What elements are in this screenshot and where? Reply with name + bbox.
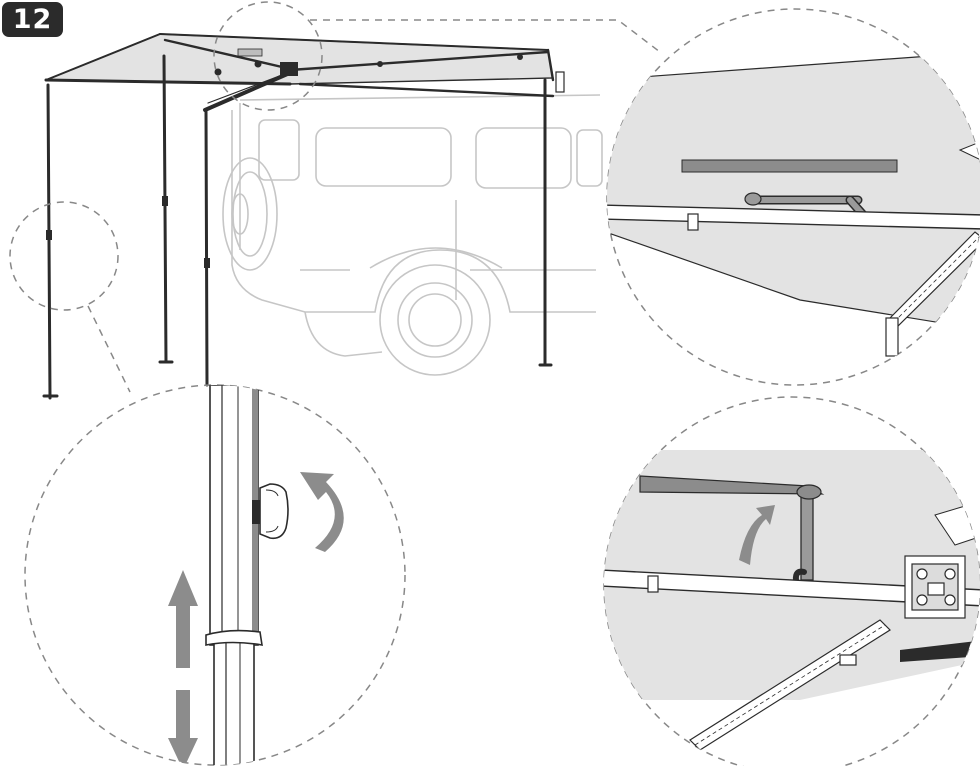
overview-scene <box>42 33 603 400</box>
leader-line-top <box>310 19 661 53</box>
detail-marker-top <box>213 1 323 111</box>
rafter-clip <box>839 654 857 666</box>
detail-leg-adjust <box>168 385 344 765</box>
up-arrow-icon <box>168 570 198 668</box>
rail-clip <box>647 575 659 593</box>
detail-marker-left-leg <box>9 201 119 311</box>
rafter-bracket <box>555 71 565 93</box>
leg-clamp <box>46 230 52 240</box>
rotate-arrow-icon <box>300 472 344 552</box>
awning-legs <box>42 54 553 400</box>
front-rail <box>607 204 980 230</box>
detail-arm-stowed <box>607 51 980 357</box>
lower-leg-tube <box>213 639 255 765</box>
rail-clip <box>687 213 699 231</box>
awning-frame <box>44 33 555 112</box>
detail-canopy-raised <box>604 450 980 700</box>
leg-bracket <box>885 317 899 357</box>
center-hub <box>214 54 523 76</box>
front-rail-raised <box>604 569 980 607</box>
curved-up-arrow-icon <box>739 505 775 565</box>
locking-knob <box>252 483 289 540</box>
leg-clamp <box>204 258 210 268</box>
canopy-label-patch <box>237 48 263 57</box>
corner-bracket <box>904 555 966 619</box>
step-number-badge: 12 <box>2 2 63 37</box>
vehicle-outline <box>222 94 603 376</box>
leg-clamp <box>162 196 168 206</box>
canopy-fabric <box>45 33 554 85</box>
detail-arm-raised <box>604 450 980 751</box>
tube-collar <box>205 629 263 646</box>
handle-recess <box>681 159 898 173</box>
upper-leg-tube <box>209 385 259 646</box>
down-arrow-icon <box>168 690 198 765</box>
arm-slot <box>639 475 825 495</box>
callout-circle-bottom-left <box>24 384 406 766</box>
leader-line-left <box>87 305 131 393</box>
